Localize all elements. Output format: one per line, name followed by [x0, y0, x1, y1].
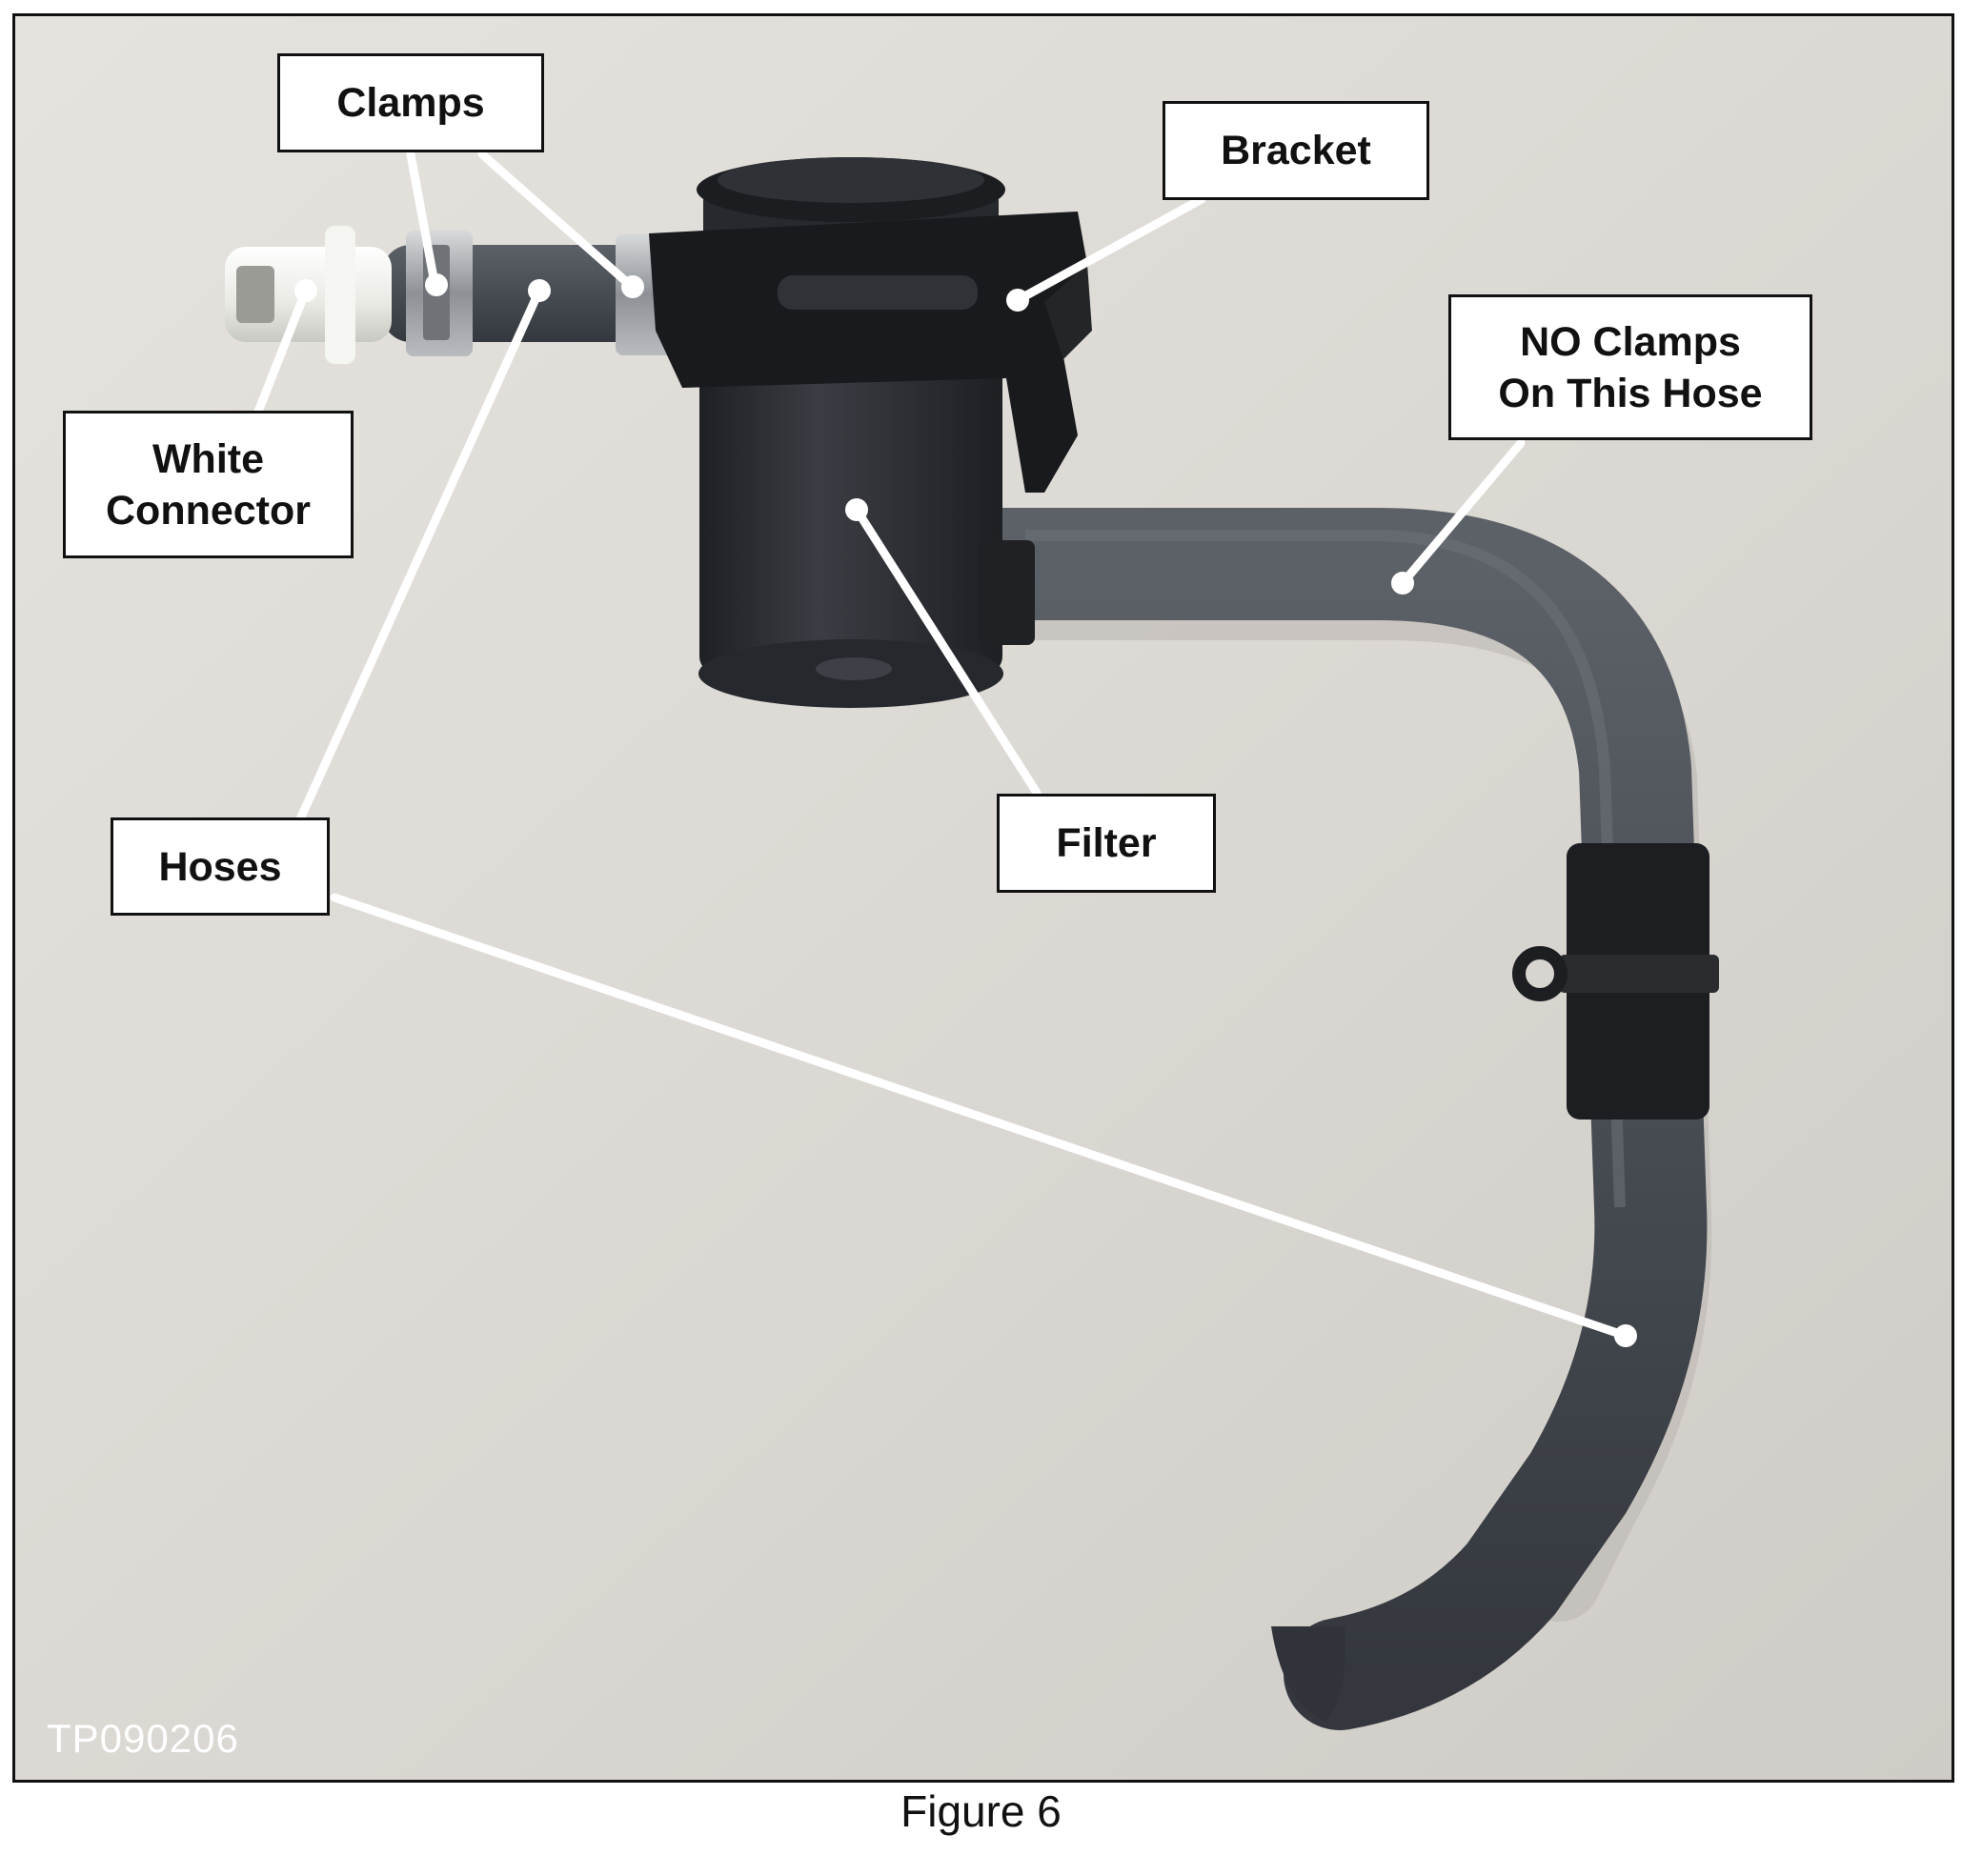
leader-white-connector — [253, 286, 311, 416]
callout-bracket: Bracket — [1163, 101, 1429, 200]
white-connector-tab — [236, 266, 274, 323]
figure-caption: Figure 6 — [900, 1786, 1062, 1836]
filter-side-port — [978, 540, 1035, 645]
right-hose-highlight — [1025, 530, 1626, 1208]
leader-clamps-2 — [477, 150, 635, 290]
filter-cap-top — [718, 157, 984, 203]
callout-hoses: Hoses — [111, 817, 330, 916]
callout-white-connector: White Connector — [63, 411, 354, 558]
coupling-clip — [1512, 946, 1568, 1001]
leader-lines — [253, 150, 1637, 1347]
callout-filter: Filter — [997, 794, 1216, 893]
figure-frame: Clamps Bracket NO Clamps On This Hose Wh… — [12, 13, 1954, 1783]
pointer-dot-hoses-1 — [528, 279, 551, 302]
pointer-dot-bracket — [1006, 289, 1029, 312]
hose-coupling-band — [1559, 955, 1719, 993]
leader-filter — [852, 505, 1042, 797]
pointer-dot-clamps-2 — [621, 275, 644, 298]
leader-hoses-2 — [330, 893, 1630, 1341]
photo-id: TP090206 — [47, 1716, 239, 1761]
bracket-slot — [778, 275, 978, 310]
pointer-dot-white-connector — [294, 279, 317, 302]
callout-clamps: Clamps — [277, 53, 544, 152]
leader-bracket — [1013, 194, 1206, 305]
bracket-clip — [1044, 264, 1092, 359]
bracket-shape — [649, 212, 1087, 493]
callout-no-clamps: NO Clamps On This Hose — [1448, 294, 1812, 440]
pointer-dot-no-clamps — [1391, 572, 1414, 595]
leader-hoses-1 — [294, 286, 544, 826]
filter-bottom-port — [816, 657, 892, 680]
leader-clamps-1 — [406, 150, 439, 288]
pointer-dot-clamps-1 — [425, 273, 448, 296]
pointer-dot-filter — [845, 498, 868, 521]
leader-no-clamps — [1398, 438, 1526, 588]
pointer-dot-hoses-2 — [1614, 1324, 1637, 1347]
right-hose-end — [1271, 1626, 1345, 1722]
white-connector-flange — [325, 226, 355, 364]
